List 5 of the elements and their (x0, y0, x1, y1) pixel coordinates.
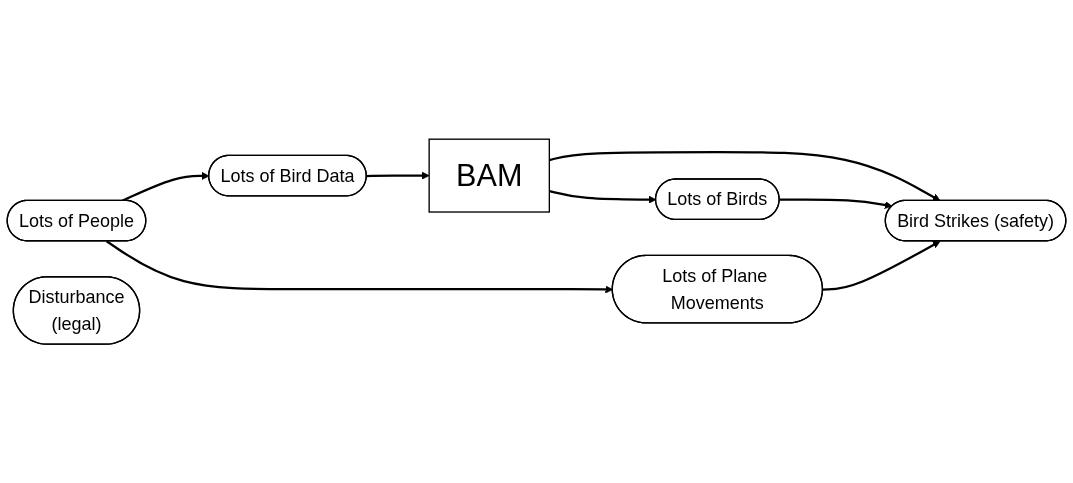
arrow (779, 198, 893, 209)
arrow (549, 150, 941, 201)
node-box: BAM (428, 138, 550, 213)
arrow (366, 171, 430, 180)
arrow (822, 240, 941, 291)
